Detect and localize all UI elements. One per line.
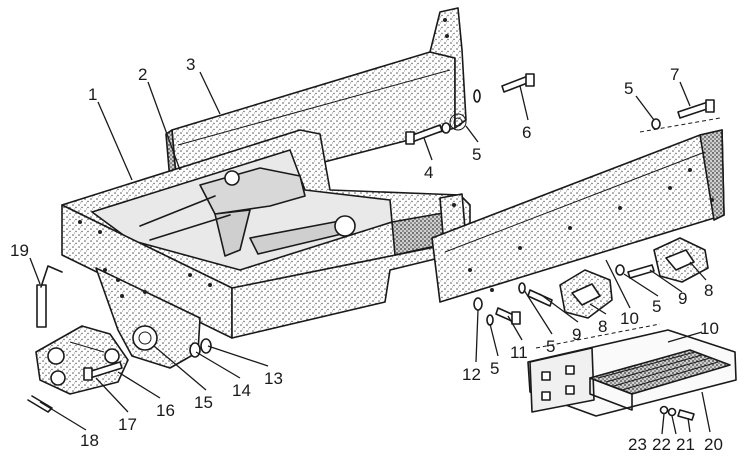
callout-10-step: 10	[700, 319, 719, 338]
callout-9-left: 9	[572, 325, 581, 344]
washer-12	[473, 297, 483, 311]
callout-14: 14	[232, 381, 251, 400]
washer-5-upper	[441, 122, 451, 134]
callout-11: 11	[510, 343, 528, 362]
fasteners-23-22-21	[659, 405, 695, 421]
front-bracket	[35, 325, 129, 395]
washer-5-right	[651, 118, 661, 130]
bolt-6	[501, 73, 535, 93]
callout-8-left: 8	[598, 317, 607, 336]
callout-4: 4	[424, 163, 433, 182]
callout-9-right: 9	[678, 289, 687, 308]
callout-18: 18	[80, 431, 99, 450]
washers-14-13	[189, 338, 212, 358]
callout-8-right: 8	[704, 281, 713, 300]
callout-19: 19	[10, 241, 29, 260]
leader-lines	[29, 71, 711, 435]
callout-20: 20	[704, 435, 723, 454]
split-pin-18	[27, 395, 53, 413]
callout-23: 23	[628, 435, 647, 454]
bolt-11	[495, 307, 521, 325]
callout-6: 6	[522, 123, 531, 142]
bolt-17	[83, 361, 123, 381]
step-grille	[589, 349, 731, 411]
pin-19	[36, 265, 63, 328]
washer-5-lower	[486, 314, 494, 326]
callout-13: 13	[264, 369, 283, 388]
callout-22: 22	[652, 435, 671, 454]
callout-5-mid: 5	[652, 297, 661, 316]
callout-5-left: 5	[546, 337, 555, 356]
callout-5-top: 5	[624, 79, 633, 98]
right-side-panel	[431, 129, 725, 303]
step-bracket-2	[653, 237, 709, 283]
callout-labels: 1 2 3 4 5 6 5 7 19 8 9 5 10 8 9 5 11 5 1…	[10, 55, 723, 454]
callout-15: 15	[194, 393, 213, 412]
assembly-guide-lower	[535, 323, 661, 349]
bolt-7	[677, 99, 715, 119]
callout-21: 21	[676, 435, 695, 454]
callout-2: 2	[138, 65, 147, 84]
callout-5-bottom: 5	[490, 359, 499, 378]
callout-10-panel: 10	[620, 309, 639, 328]
callout-7: 7	[670, 65, 679, 84]
callout-17: 17	[118, 415, 137, 434]
callout-1: 1	[88, 85, 97, 104]
shift-mechanism	[139, 167, 356, 257]
callout-12: 12	[462, 365, 481, 384]
bolt-9-right	[615, 264, 655, 279]
bolt-9-left	[518, 282, 553, 307]
washer-5-top	[473, 89, 481, 103]
step-bracket-1	[559, 269, 613, 319]
callout-16: 16	[156, 401, 175, 420]
callout-3: 3	[186, 55, 195, 74]
callout-5-bracket: 5	[472, 145, 481, 164]
step-assembly	[527, 329, 737, 417]
main-frame	[61, 129, 473, 369]
